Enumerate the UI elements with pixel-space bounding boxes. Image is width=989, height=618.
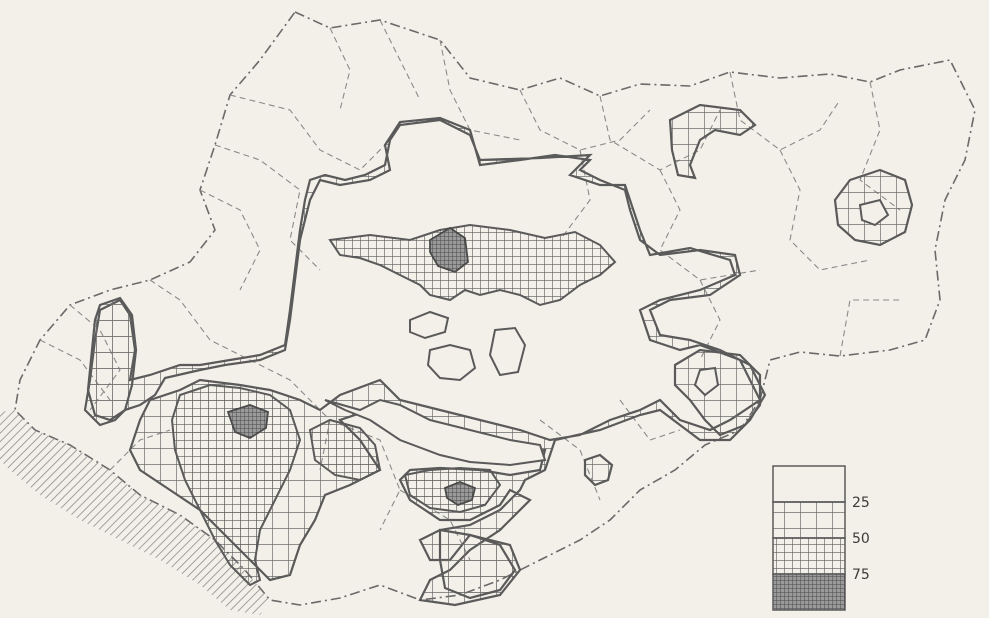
legend-label-50: 50 (852, 531, 870, 547)
low-density-pockets (324, 198, 890, 467)
legend-label-25: 25 (852, 495, 870, 511)
legend-swatch-25-50 (772, 501, 846, 539)
zone-75-plus (226, 226, 477, 506)
legend-swatch-50-75 (772, 537, 846, 575)
legend-swatch-0-25 (772, 465, 846, 503)
hatched-border-area (0, 410, 270, 615)
zone-50-75 (170, 223, 617, 587)
legend: 25 50 75 (772, 465, 870, 611)
legend-label-75: 75 (852, 567, 870, 583)
legend-swatch-75-plus (772, 573, 846, 611)
